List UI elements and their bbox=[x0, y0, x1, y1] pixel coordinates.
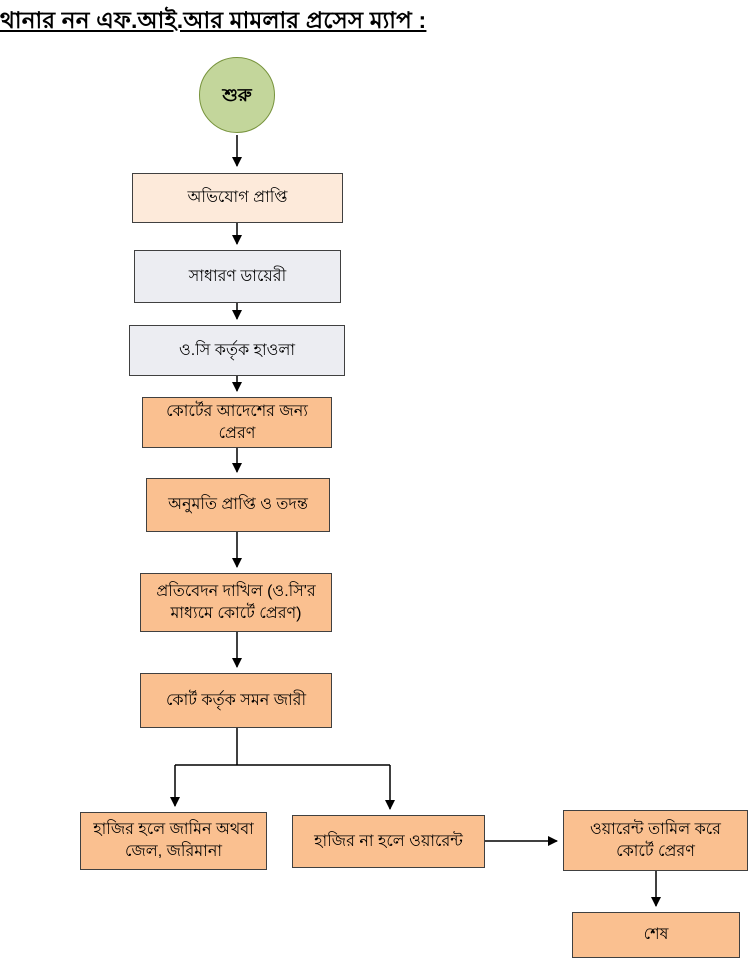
node-court-summons: কোর্ট কর্তৃক সমন জারী bbox=[140, 673, 332, 728]
node-report-submission: প্রতিবেদন দাখিল (ও.সি'র মাধ্যমে কোর্টে প… bbox=[140, 573, 332, 632]
node-permission-and-investigation: অনুমতি প্রাপ্তি ও তদন্ত bbox=[146, 478, 330, 532]
node-end: শেষ bbox=[572, 912, 740, 958]
node-complaint-receipt: অভিযোগ প্রাপ্তি bbox=[132, 173, 343, 223]
node-oc-handover: ও.সি কর্তৃক হাওলা bbox=[129, 325, 345, 376]
node-not-appear-warrant: হাজির না হলে ওয়ারেন্ট bbox=[292, 815, 485, 868]
diagram-title: থানার নন এফ.আই.আর মামলার প্রসেস ম্যাপ : bbox=[0, 7, 427, 33]
node-general-diary: সাধারণ ডায়েরী bbox=[134, 250, 341, 303]
node-appear-bail-jail-fine: হাজির হলে জামিন অথবা জেল, জরিমানা bbox=[80, 812, 267, 870]
node-warrant-execution: ওয়ারেন্ট তামিল করে কোর্টে প্রেরণ bbox=[563, 810, 748, 871]
node-start: শুরু bbox=[199, 57, 275, 133]
node-send-for-court-order: কোর্টের আদেশের জন্য প্রেরণ bbox=[142, 397, 332, 448]
